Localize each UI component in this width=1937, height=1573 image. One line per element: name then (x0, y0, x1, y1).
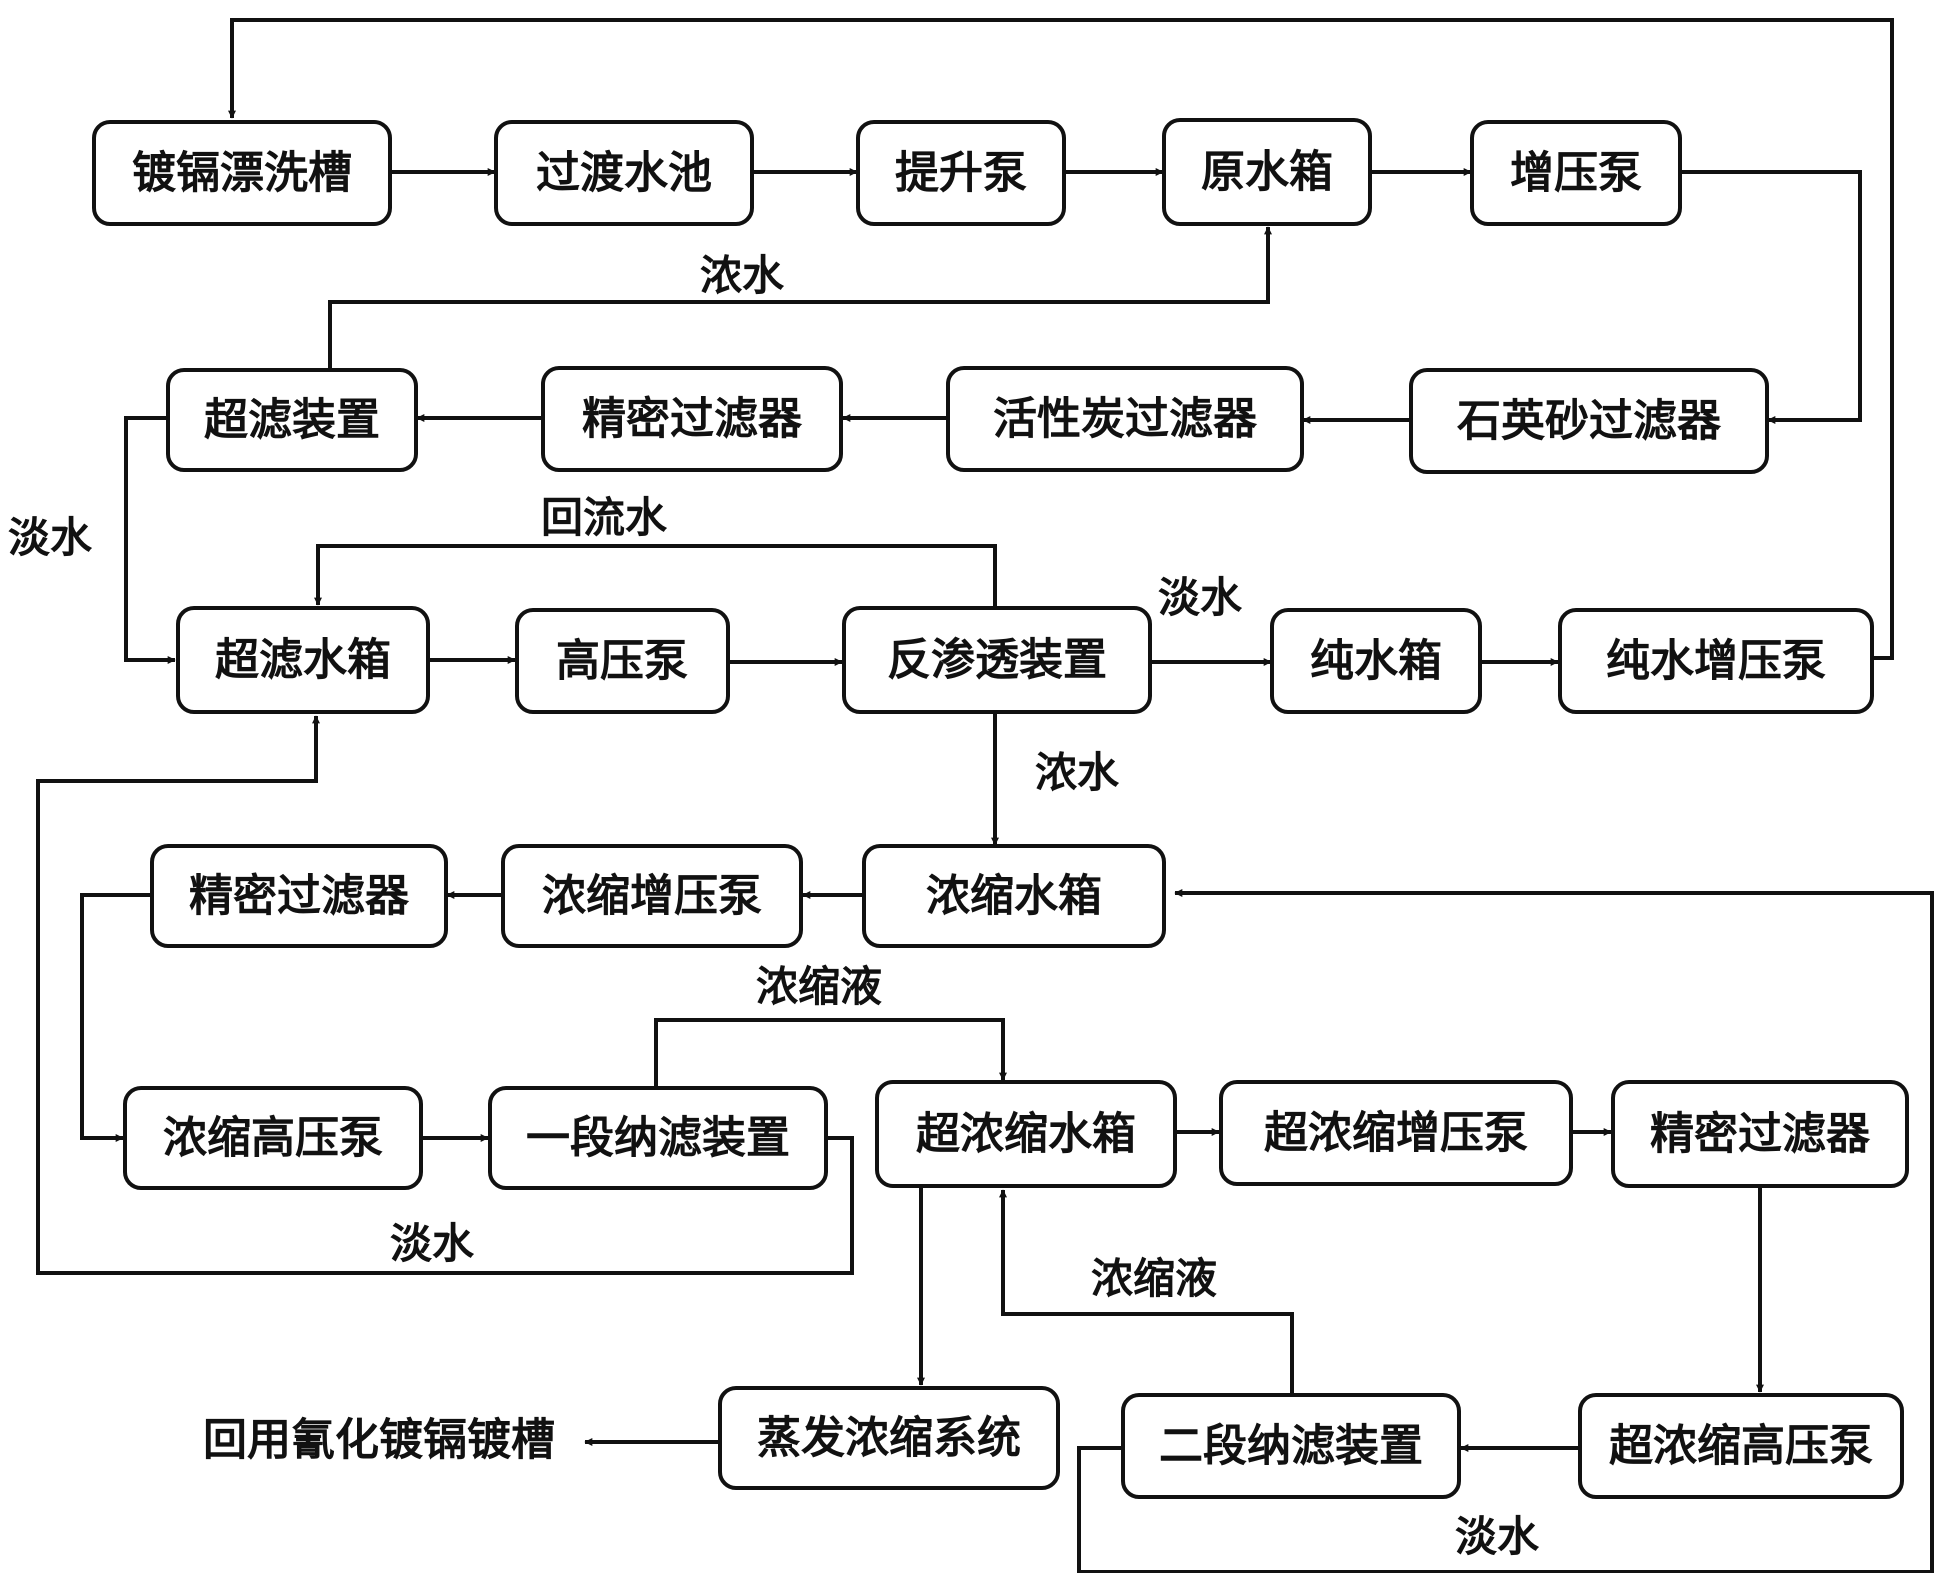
edge-ro-reflux-to-uftank (314, 544, 997, 608)
node-precision-filter-3: 精密过滤器 (1611, 1080, 1909, 1188)
node-concentrate-booster-pump: 浓缩增压泵 (501, 844, 803, 948)
node-uf-water-tank: 超滤水箱 (176, 606, 430, 714)
svg-text:反渗透装置: 反渗透装置 (887, 635, 1107, 686)
node-transition-pool: 过渡水池 (494, 120, 754, 226)
svg-text:原水箱: 原水箱 (1201, 147, 1333, 198)
node-pure-water-tank: 纯水箱 (1270, 608, 1482, 714)
edge-nf1-fresh-to-uftank (36, 715, 854, 1275)
edge-nf2-concentrate-to-supertank (999, 1189, 1294, 1395)
edges (36, 18, 1934, 1573)
svg-text:纯水箱: 纯水箱 (1310, 636, 1442, 687)
svg-text:超浓缩水箱: 超浓缩水箱 (916, 1109, 1136, 1160)
edge-labels: 浓水 淡水 回流水 淡水 浓水 浓缩液 淡水 浓缩液 淡水 (8, 251, 1540, 1561)
label-nf1-fresh: 淡水 (390, 1219, 475, 1268)
edge-pf2-to-conchpp (80, 893, 152, 1142)
svg-text:浓缩高压泵: 浓缩高压泵 (163, 1113, 383, 1164)
edge-uf-concentrate-to-raw (328, 226, 1272, 370)
node-pure-water-booster-pump: 纯水增压泵 (1558, 608, 1874, 714)
node-precision-filter-2: 精密过滤器 (150, 844, 448, 948)
svg-text:精密过滤器: 精密过滤器 (582, 394, 803, 445)
label-nf2-fresh: 淡水 (1455, 1512, 1540, 1561)
svg-text:浓缩增压泵: 浓缩增压泵 (542, 871, 762, 922)
svg-text:二段纳滤装置: 二段纳滤装置 (1159, 1421, 1423, 1472)
edge-nf1-concentrate-to-supertank (654, 1018, 1007, 1088)
svg-text:精密过滤器: 精密过滤器 (189, 871, 410, 922)
svg-text:镀镉漂洗槽: 镀镉漂洗槽 (132, 148, 352, 199)
node-activated-carbon-filter: 活性炭过滤器 (946, 366, 1304, 472)
svg-text:石英砂过滤器: 石英砂过滤器 (1457, 396, 1722, 447)
svg-text:蒸发浓缩系统: 蒸发浓缩系统 (757, 1413, 1021, 1464)
edge-pwbooster-to-rinse (228, 18, 1894, 660)
node-concentrate-water-tank: 浓缩水箱 (862, 844, 1166, 948)
svg-text:提升泵: 提升泵 (895, 148, 1027, 199)
node-quartz-sand-filter: 石英砂过滤器 (1409, 368, 1769, 474)
svg-text:精密过滤器: 精密过滤器 (1650, 1109, 1871, 1160)
svg-text:增压泵: 增压泵 (1510, 148, 1642, 199)
label-ro-reflux: 回流水 (541, 493, 668, 542)
svg-text:超滤装置: 超滤装置 (204, 395, 380, 446)
label-ro-concentrate: 浓水 (1035, 748, 1120, 797)
node-ro-device: 反渗透装置 (842, 606, 1152, 714)
node-raw-water-tank: 原水箱 (1162, 118, 1372, 226)
edge-nf2-fresh-to-conctank (1077, 889, 1934, 1573)
node-nf-stage2: 二段纳滤装置 (1121, 1393, 1461, 1499)
svg-text:纯水增压泵: 纯水增压泵 (1606, 636, 1826, 687)
node-precision-filter-1: 精密过滤器 (541, 366, 843, 472)
svg-text:浓缩水箱: 浓缩水箱 (926, 871, 1102, 922)
label-nf1-concentrate: 浓缩液 (756, 962, 882, 1011)
svg-text:过渡水池: 过渡水池 (536, 148, 712, 199)
node-uf-device: 超滤装置 (166, 368, 418, 472)
node-nf-stage1: 一段纳滤装置 (488, 1086, 828, 1190)
node-super-conc-hp-pump: 超浓缩高压泵 (1578, 1393, 1904, 1499)
output-label: 回用氰化镀镉镀槽 (203, 1415, 555, 1466)
node-plating-rinse-tank: 镀镉漂洗槽 (92, 120, 392, 226)
label-uf-fresh: 淡水 (8, 513, 93, 562)
svg-text:超浓缩增压泵: 超浓缩增压泵 (1264, 1108, 1528, 1159)
label-ro-fresh: 淡水 (1158, 573, 1243, 622)
node-booster-pump: 增压泵 (1470, 120, 1682, 226)
node-super-conc-tank: 超浓缩水箱 (875, 1080, 1177, 1188)
node-lift-pump: 提升泵 (856, 120, 1066, 226)
label-uf-concentrate: 浓水 (700, 251, 785, 300)
svg-text:高压泵: 高压泵 (556, 636, 688, 687)
node-concentrate-hp-pump: 浓缩高压泵 (123, 1086, 423, 1190)
nodes: 镀镉漂洗槽 过渡水池 提升泵 原水箱 增压泵 超滤装置 精密过滤器 (92, 118, 1909, 1499)
node-evaporation-system: 蒸发浓缩系统 (718, 1386, 1060, 1490)
edge-booster-to-quartz (1680, 170, 1862, 424)
label-nf2-concentrate: 浓缩液 (1091, 1254, 1217, 1303)
svg-text:超浓缩高压泵: 超浓缩高压泵 (1609, 1421, 1873, 1472)
edge-uf-fresh-to-uftank (124, 416, 176, 664)
svg-text:超滤水箱: 超滤水箱 (215, 635, 391, 686)
node-super-conc-booster-pump: 超浓缩增压泵 (1219, 1080, 1573, 1186)
svg-text:一段纳滤装置: 一段纳滤装置 (526, 1113, 790, 1164)
svg-text:活性炭过滤器: 活性炭过滤器 (993, 394, 1258, 445)
node-high-pressure-pump: 高压泵 (515, 608, 730, 714)
